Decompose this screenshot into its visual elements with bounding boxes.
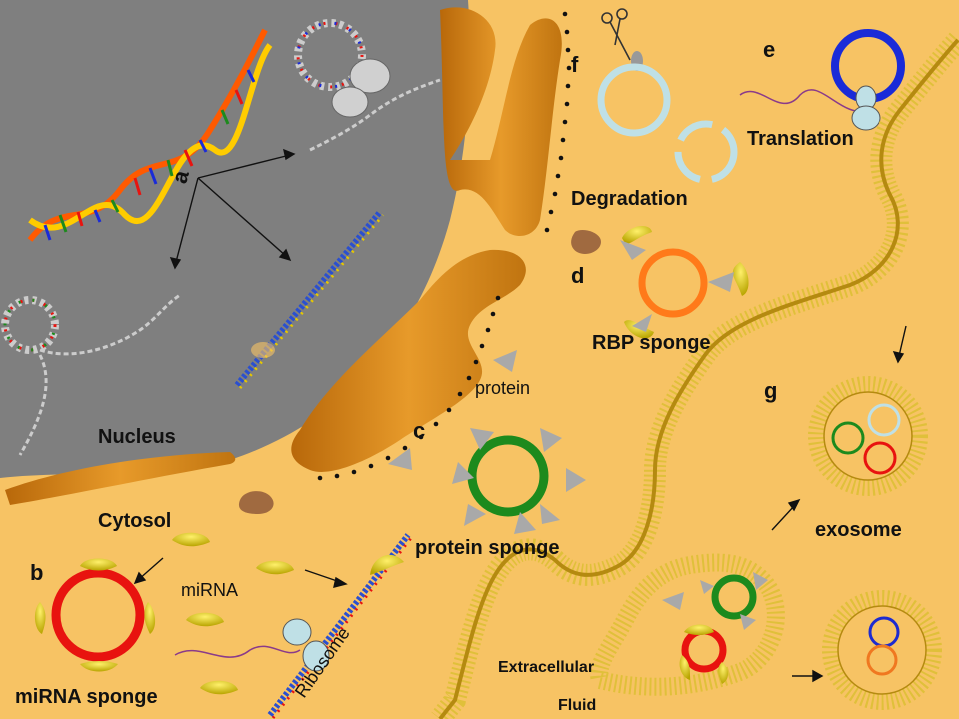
label-exosome: exosome (815, 519, 902, 541)
er-ribosome-dots-lower (317, 295, 501, 481)
free-mirna-cluster (172, 532, 294, 695)
label-mirna: miRNA (181, 580, 238, 600)
nuclear-hairpin-rna (1, 293, 181, 456)
nucleus (0, 0, 470, 478)
circrna-ring-fragmented (674, 120, 738, 184)
mirna-arrows (133, 557, 348, 588)
nuclear-circrna-with-ribosome (294, 19, 441, 152)
rbp-sponge (571, 226, 749, 339)
label-c: c (413, 418, 425, 443)
exosome-arrows (771, 325, 907, 683)
label-cytosol: Cytosol (98, 510, 171, 532)
endoplasmic-reticulum-lower (291, 249, 526, 472)
protein-sponge (452, 428, 586, 534)
plasma-membrane-core (438, 38, 959, 719)
endoplasmic-reticulum-upper (440, 7, 562, 236)
label-nucleus: Nucleus (98, 426, 176, 448)
label-d: d (571, 263, 584, 288)
label-mirna-sponge: miRNA sponge (15, 686, 158, 708)
exosome-lower (822, 590, 942, 710)
label-fluid: Fluid (558, 697, 596, 714)
label-g: g (764, 378, 777, 403)
nuclear-linear-rna (234, 210, 385, 389)
label-protein-sponge: protein sponge (415, 537, 559, 559)
nuclear-envelope (5, 452, 236, 505)
free-rbp (238, 491, 274, 514)
label-e: e (763, 37, 775, 62)
label-f: f (571, 52, 579, 77)
budding-exosome (590, 553, 785, 696)
label-extracellular: Extracellular (498, 659, 594, 676)
er-ribosome-dots-upper (544, 11, 572, 233)
mirna-sponge (34, 558, 156, 672)
free-protein-mid (388, 448, 412, 470)
dna-double-helix (27, 28, 273, 242)
circrna-translation-complex (739, 29, 905, 131)
label-protein: protein (475, 378, 530, 398)
exosome-upper (808, 376, 928, 496)
circrna-ring-degraded (597, 63, 671, 137)
pathway-a-arrows (169, 148, 296, 270)
label-b: b (30, 560, 43, 585)
label-degradation: Degradation (571, 188, 688, 210)
cytosolic-mrna-ribosome (174, 533, 413, 719)
label-rbp-sponge: RBP sponge (592, 332, 711, 354)
free-protein-top (493, 350, 517, 372)
label-translation: Translation (747, 128, 854, 150)
